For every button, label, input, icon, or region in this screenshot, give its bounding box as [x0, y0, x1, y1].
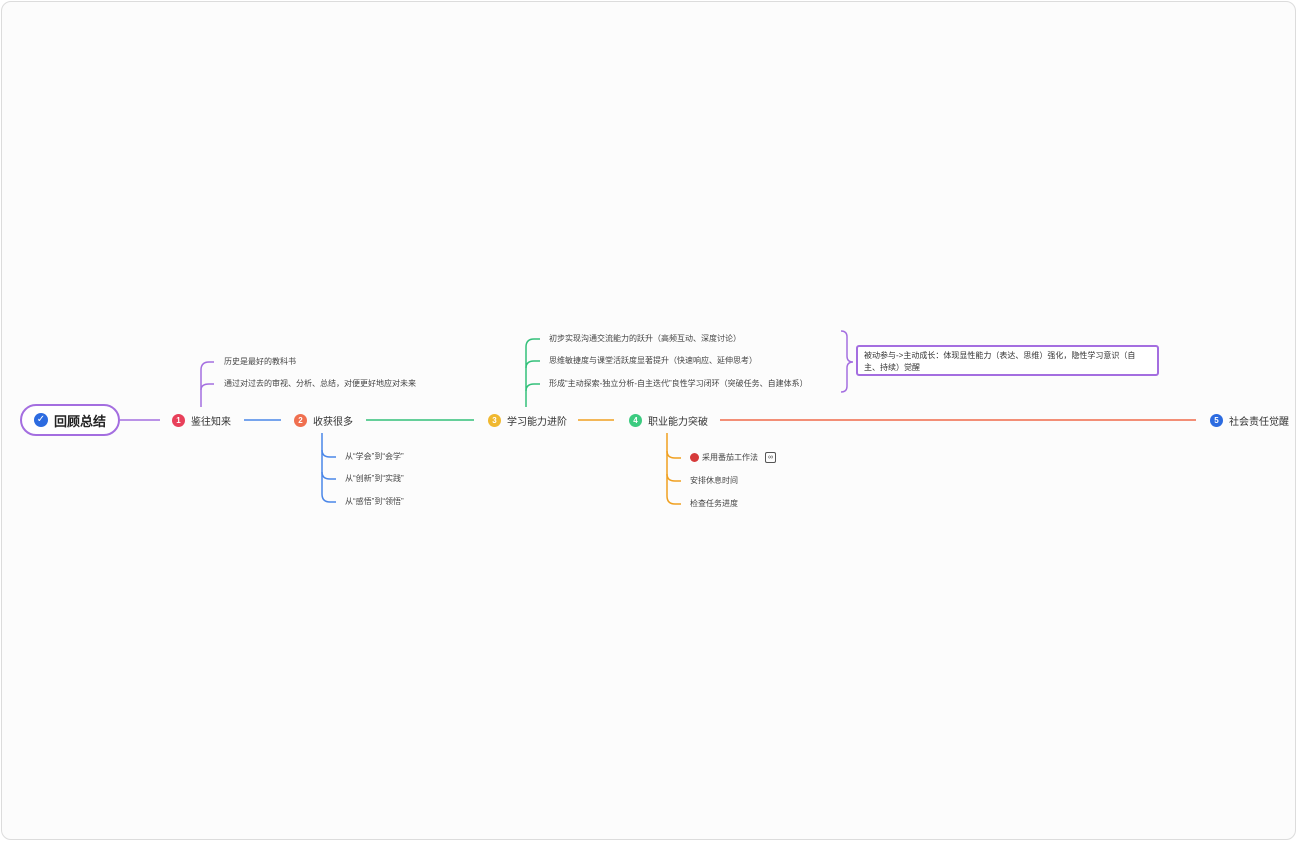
leaf-item-pomodoro[interactable]: 采用番茄工作法 ∞ — [690, 452, 776, 463]
summary-text: 被动参与->主动成长：体现显性能力（表达、思维）强化，隐性学习意识（自主、持续）… — [864, 351, 1136, 372]
number-badge-2: 2 — [294, 414, 307, 427]
branch-label: 职业能力突破 — [648, 417, 708, 428]
number-badge-5: 5 — [1210, 414, 1223, 427]
leaf-item[interactable]: 从“学会”到“会学” — [345, 452, 404, 461]
leaf-item[interactable]: 安排休息时间 — [690, 476, 738, 485]
number-badge-3: 3 — [488, 414, 501, 427]
leaf-item[interactable]: 检查任务进度 — [690, 499, 738, 508]
leaf-label: 采用番茄工作法 — [702, 453, 758, 462]
leaf-item[interactable]: 形成“主动探索-独立分析-自主迭代”良性学习闭环（突破任务、自建体系） — [549, 379, 808, 388]
number-badge-4: 4 — [629, 414, 642, 427]
branch-label: 鉴往知来 — [191, 417, 231, 428]
root-node[interactable]: ✓ 回顾总结 — [20, 404, 120, 436]
leaf-item[interactable]: 初步实现沟通交流能力的跃升（高频互动、深度讨论） — [549, 334, 741, 343]
branch-label: 学习能力进阶 — [507, 417, 567, 428]
link-icon[interactable]: ∞ — [765, 452, 776, 463]
tomato-icon — [690, 453, 699, 462]
leaf-item[interactable]: 历史是最好的教科书 — [224, 357, 296, 366]
summary-box[interactable]: 被动参与->主动成长：体现显性能力（表达、思维）强化，隐性学习意识（自主、持续）… — [856, 345, 1159, 376]
check-circle-icon: ✓ — [33, 413, 48, 427]
number-badge-1: 1 — [172, 414, 185, 427]
leaf-item[interactable]: 从“创新”到“实践” — [345, 474, 404, 483]
leaf-item[interactable]: 思维敏捷度与课堂活跃度显著提升（快速响应、延伸思考） — [549, 356, 757, 365]
branch-node-4[interactable]: 4 职业能力突破 — [629, 413, 708, 428]
branch-node-3[interactable]: 3 学习能力进阶 — [488, 413, 567, 428]
leaf-item[interactable]: 从“感悟”到“领悟” — [345, 497, 404, 506]
branch-node-1[interactable]: 1 鉴往知来 — [172, 413, 231, 428]
branch-node-5[interactable]: 5 社会责任觉醒 — [1210, 413, 1289, 428]
branch-node-2[interactable]: 2 收获很多 — [294, 413, 353, 428]
root-label: 回顾总结 — [53, 413, 106, 429]
branch-label: 收获很多 — [313, 417, 353, 428]
branch-label: 社会责任觉醒 — [1229, 417, 1289, 428]
leaf-item[interactable]: 通过对过去的审视、分析、总结，对便更好地应对未来 — [224, 379, 416, 388]
